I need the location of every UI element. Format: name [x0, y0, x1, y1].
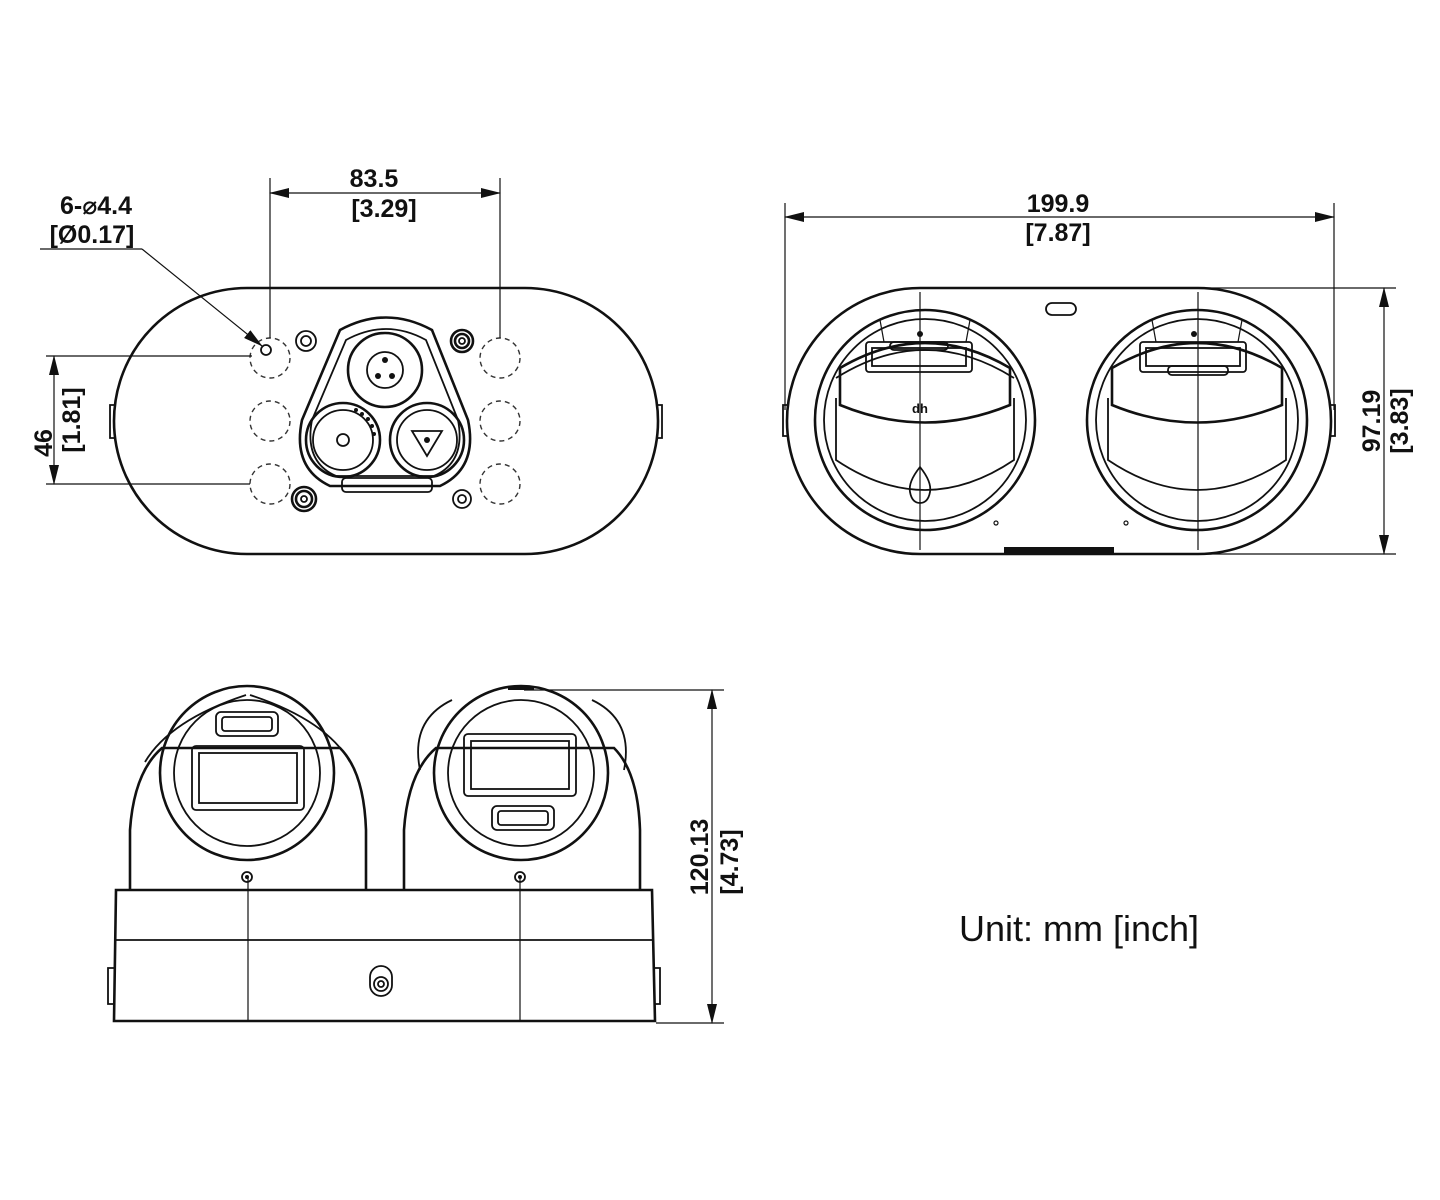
- left-dome-top: dh: [813, 308, 1037, 532]
- hole-spec-inch-label: [Ø0.17]: [50, 221, 135, 249]
- screw-top-right: [449, 328, 475, 354]
- side-height-inch-label: [4.73]: [716, 829, 744, 894]
- screw-bottom-left: [290, 485, 318, 513]
- front-height-label: 46: [30, 429, 58, 457]
- top-width-inch-label: [7.87]: [1025, 219, 1090, 247]
- front-height-inch-label: [1.81]: [58, 387, 86, 452]
- hole-spec-label: 6-⌀4.4: [60, 192, 132, 220]
- unit-note: Unit: mm [inch]: [959, 908, 1199, 949]
- side-height-label: 120.13: [686, 819, 714, 895]
- screw-bottom-right: [452, 489, 472, 509]
- left-dome-side: [128, 684, 368, 890]
- top-view: dh: [782, 203, 1396, 556]
- base-plate-view: [40, 178, 663, 556]
- screw-top-left: [295, 330, 317, 352]
- brand-logo-mark: dh: [912, 401, 928, 416]
- front-width-label: 83.5: [350, 165, 399, 193]
- top-width-label: 199.9: [1027, 190, 1090, 218]
- connector-block: [298, 316, 472, 493]
- front-width-inch-label: [3.29]: [351, 195, 416, 223]
- side-view: [107, 684, 724, 1024]
- top-height-inch-label: [3.83]: [1386, 388, 1414, 453]
- top-height-label: 97.19: [1358, 390, 1386, 453]
- right-dome-side: [402, 684, 642, 890]
- right-dome-top: [1085, 308, 1309, 532]
